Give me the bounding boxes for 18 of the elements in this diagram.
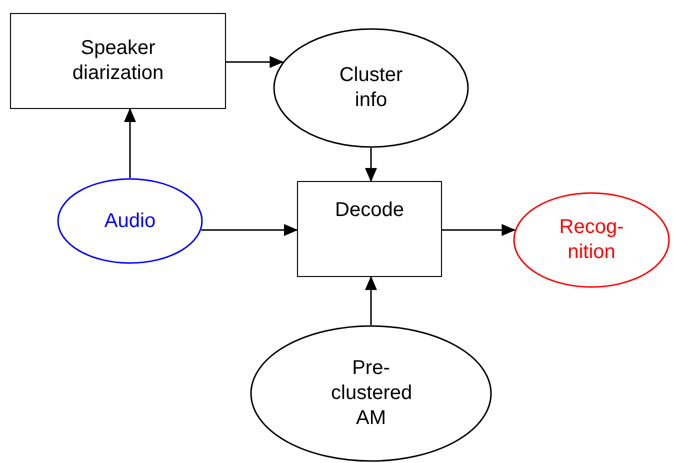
node-label: Pre- clustered AM [331,356,411,431]
arrow [442,224,516,236]
ellipse-node [513,192,670,288]
ellipse-node [57,178,203,264]
node-label: Decode [335,198,404,223]
process-box [10,13,226,109]
arrow [201,224,298,236]
arrow [365,276,377,325]
ellipse-node [273,28,469,148]
node-label: Speaker diarization [71,36,165,86]
arrow [365,148,377,182]
node-label: Recog- nition [558,215,625,265]
arrow [124,108,136,178]
process-box [297,181,442,277]
ellipse-node [250,325,492,462]
node-label: Audio [104,208,156,234]
node-label: Cluster info [338,63,404,113]
arrow [226,56,284,68]
